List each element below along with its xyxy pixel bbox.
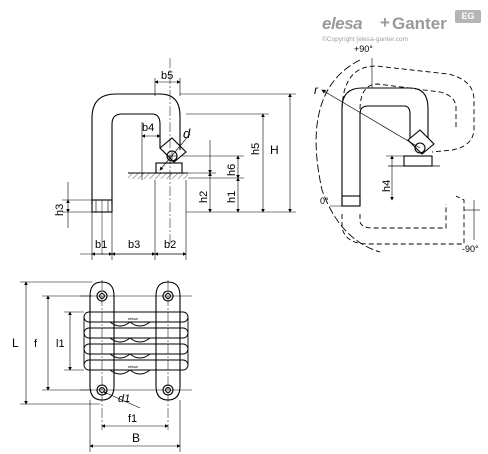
rotation-hinge (407, 129, 435, 155)
label-d: d (183, 126, 191, 141)
label-h2: h2 (198, 191, 210, 203)
rotation-handle-inner (359, 105, 411, 205)
rotation-view (315, 58, 480, 253)
rotation-dashed-minus90 (341, 195, 465, 245)
copyright-text: ©Copyright [elesa-ganter.com (322, 36, 409, 43)
rotation-dashed-plus90 (341, 65, 475, 205)
rotation-text: r +90° 0° h4 -90° (314, 44, 479, 254)
brand-plus: + (380, 13, 390, 32)
handle-outer-contour (91, 93, 181, 205)
label-h4: h4 (381, 180, 393, 192)
side-view-text: b5 b4 d H h5 h6 h1 h2 h3 b1 b3 b2 (54, 70, 279, 251)
label-h1: h1 (226, 191, 238, 203)
elesa-ganter-logo: elesa + Ganter EG ©Copyright [elesa-gant… (322, 10, 482, 50)
label-b2: b2 (164, 239, 176, 251)
label-f1: f1 (128, 413, 137, 425)
label-h6: h6 (226, 164, 238, 176)
label-B: B (132, 431, 140, 445)
side-view (91, 58, 188, 255)
label-b4: b4 (142, 122, 154, 134)
right-base-plate (155, 281, 181, 401)
label-r: r (314, 83, 319, 97)
brand-ganter: Ganter (392, 14, 447, 33)
label-L: L (12, 336, 19, 350)
hinge-base (155, 162, 183, 174)
label-h3: h3 (54, 204, 66, 216)
top-view-dimensions (20, 281, 181, 452)
handle-inner-contour (111, 113, 161, 205)
top-view-text: L f l1 d1 f1 B elesa elesa (12, 316, 140, 445)
label-f: f (34, 338, 38, 350)
label-minus90: -90° (462, 244, 479, 254)
plate-text-2: elesa (128, 364, 138, 369)
label-b3: b3 (128, 239, 140, 251)
mounting-surface-hatch (128, 173, 188, 179)
label-b5: b5 (161, 70, 173, 82)
label-h5: h5 (250, 143, 262, 155)
label-plus90: +90° (354, 44, 373, 54)
rotation-arc (315, 59, 381, 253)
left-base-plate (89, 281, 115, 401)
top-view (80, 280, 192, 430)
brand-elesa: elesa (322, 14, 363, 33)
grip-bars (83, 311, 189, 375)
label-b1: b1 (95, 239, 107, 251)
label-l1: l1 (56, 338, 65, 350)
rotation-foot (341, 195, 361, 207)
plate-text-1: elesa (128, 316, 138, 321)
label-H: H (270, 143, 279, 157)
hinge-pivot (159, 137, 187, 163)
label-d1: d1 (118, 393, 130, 405)
rotation-pin-circle (414, 142, 426, 154)
brand-badge: EG (455, 10, 481, 23)
label-zero: 0° (320, 196, 329, 206)
side-view-dimensions (62, 78, 296, 260)
